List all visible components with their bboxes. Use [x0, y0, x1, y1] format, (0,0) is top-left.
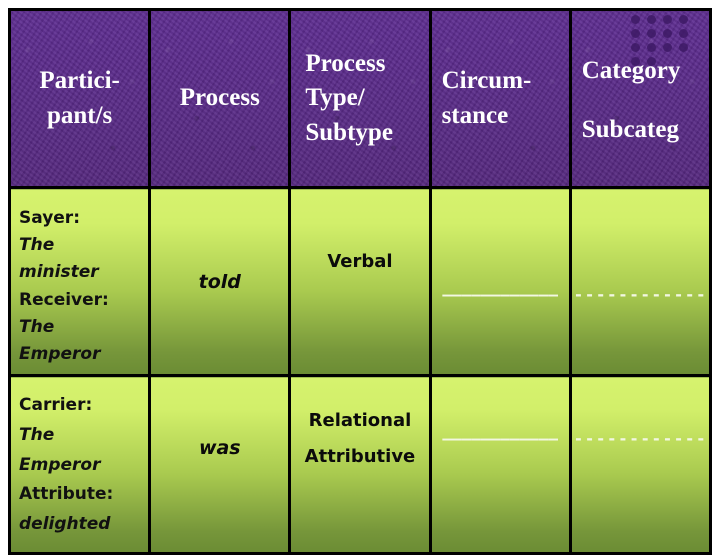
header-line: Category — [581, 57, 681, 85]
header-cell-process: Process — [148, 8, 292, 189]
category-placeholder-row2: ------------ — [573, 429, 708, 449]
header-line: Process — [305, 49, 386, 77]
header-cell-participants: Partici- pant/s — [7, 8, 152, 189]
header-line: Process — [179, 84, 260, 112]
participant-role: Sayer: — [19, 208, 80, 228]
participant-value: Emperor — [19, 454, 101, 475]
table-row: Carrier: The Emperor Attribute: delighte… — [7, 374, 713, 555]
cell-process-row1: told — [148, 185, 292, 378]
header-line: Type/ — [305, 84, 365, 112]
process-type-line: Verbal — [327, 250, 393, 272]
circumstance-placeholder-row1: ———————————— — [442, 285, 558, 305]
header-line: Circum- — [441, 67, 532, 94]
participant-role: Carrier: — [19, 395, 93, 416]
participant-value: The — [19, 316, 55, 337]
process-word-row1: told — [198, 270, 241, 293]
circumstance-placeholder-row2: ———————————— — [442, 429, 558, 449]
header-line: stance — [441, 101, 509, 129]
participant-role: Attribute: — [19, 484, 114, 505]
header-cell-circumstance: Circum- stance — [428, 8, 572, 189]
cell-circumstance-row1: ———————————— — [428, 185, 572, 378]
process-type-row2: Relational Attributive — [305, 403, 416, 475]
header-line: pant/s — [46, 101, 113, 129]
participant-value: minister — [19, 262, 99, 283]
table-header-row: Partici- pant/s Process Process Type/ Su… — [7, 8, 713, 189]
cell-circumstance-row2: ———————————— — [428, 374, 572, 555]
header-label-process: Process — [153, 80, 287, 116]
header-cell-process-type: Process Type/ Subtype — [288, 8, 432, 189]
header-line: Subcateg — [581, 115, 679, 143]
participant-value: Emperor — [19, 343, 101, 364]
cell-category-row1: ------------ — [568, 185, 713, 378]
header-label-participants: Partici- pant/s — [13, 64, 147, 133]
sfl-analysis-table-wrapper: Partici- pant/s Process Process Type/ Su… — [7, 8, 713, 555]
table-row: Sayer: The minister Receiver: The Empero… — [7, 185, 713, 378]
cell-participants-row1: Sayer: The minister Receiver: The Empero… — [7, 185, 152, 378]
process-type-line: Attributive — [304, 445, 416, 467]
participant-value: The — [19, 424, 55, 445]
participants-list-row1: Sayer: The minister Receiver: The Empero… — [13, 199, 117, 373]
clause-analysis-table: Partici- pant/s Process Process Type/ Su… — [7, 8, 713, 555]
header-line: Subtype — [305, 118, 393, 146]
cell-process-row2: was — [148, 374, 292, 555]
cell-category-row2: ------------ — [568, 374, 713, 555]
cell-process-type-row1: Verbal — [288, 185, 432, 378]
dot-grid-icon — [631, 15, 697, 67]
process-word-row2: was — [198, 436, 241, 459]
participant-value: delighted — [19, 514, 111, 535]
participant-role: Receiver: — [19, 289, 109, 310]
header-label-category: Category Subcateg — [573, 49, 707, 148]
header-label-process-type: Process Type/ Subtype — [293, 47, 427, 151]
participants-list-row2: Carrier: The Emperor Attribute: delighte… — [13, 385, 122, 546]
cell-participants-row2: Carrier: The Emperor Attribute: delighte… — [7, 374, 152, 555]
category-placeholder-row1: ------------ — [573, 285, 708, 305]
header-label-circumstance: Circum- stance — [433, 64, 567, 133]
header-line: Partici- — [39, 67, 120, 94]
process-type-line: Relational — [308, 409, 412, 431]
header-cell-category: Category Subcateg — [568, 8, 713, 189]
process-type-row1: Verbal — [327, 244, 392, 280]
participant-value: The — [19, 235, 55, 256]
cell-process-type-row2: Relational Attributive — [288, 374, 432, 555]
